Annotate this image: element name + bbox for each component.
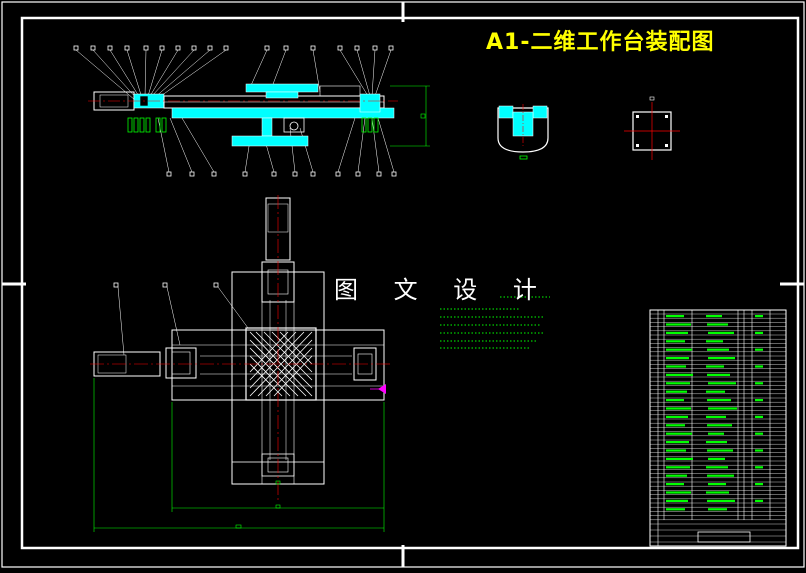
- bolt-group-left: [127, 117, 167, 133]
- technical-notes: [440, 296, 550, 349]
- plan-view: [90, 195, 390, 532]
- base-plate-front: [171, 107, 395, 119]
- y-table-front: [245, 83, 319, 93]
- front-view: [73, 45, 430, 177]
- end-bearing-front: [359, 93, 381, 113]
- parts-list-table: [649, 309, 787, 547]
- plan-dimensions: [93, 378, 385, 532]
- flange-view: [624, 96, 680, 160]
- side-section-view: [497, 104, 549, 160]
- balloon-row-bottom: [166, 171, 397, 177]
- lower-support-front: [231, 135, 309, 147]
- section-arrow-icon: [378, 384, 386, 394]
- watermark-text: 图 文 设 计: [334, 276, 551, 304]
- balloon-row-top: [73, 45, 394, 51]
- x-motor-mount: [165, 347, 197, 379]
- bolt-group-right: [361, 117, 379, 133]
- height-dimension: [390, 85, 430, 147]
- drawing-title: A1-二维工作台装配图: [486, 30, 715, 55]
